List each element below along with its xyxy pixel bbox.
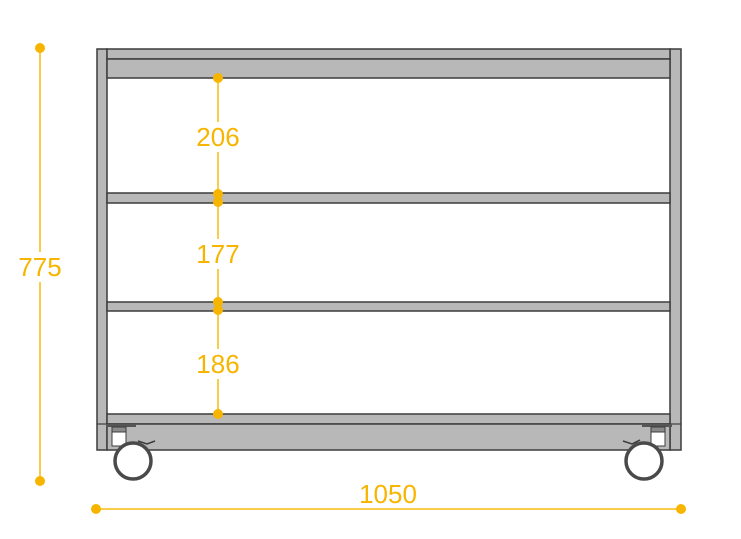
right-side-panel [669, 48, 682, 451]
shelf-2 [106, 301, 671, 312]
right-caster-wheel [624, 441, 664, 481]
left-side-panel [96, 48, 108, 451]
width-dimension-right-dot [676, 504, 686, 514]
right-caster [622, 424, 672, 481]
width-dimension [91, 504, 686, 514]
left-caster [106, 424, 156, 481]
left-caster-stem [111, 431, 127, 447]
left-caster-brake-icon [137, 440, 156, 445]
compartment-dot-shelf1-bottom [213, 197, 223, 207]
cabinet [96, 48, 682, 451]
compartment-dot-top [213, 73, 223, 83]
left-caster-wheel [113, 441, 153, 481]
middle-compartment-height-label: 177 [195, 239, 241, 269]
bottom-compartment-height-label: 186 [195, 349, 241, 379]
width-dimension-left-dot [91, 504, 101, 514]
compartment-dot-shelf1-top [213, 189, 223, 199]
right-caster-plate [642, 424, 672, 427]
bottom-shelf [106, 413, 671, 425]
base-plinth [106, 423, 671, 451]
height-dimension-bottom-dot [35, 476, 45, 486]
right-caster-fork [650, 426, 666, 433]
right-caster-stem [650, 431, 666, 447]
top-compartment-height-label: 206 [195, 122, 241, 152]
left-caster-plate [106, 424, 136, 427]
shelf-1 [106, 192, 671, 204]
compartment-dot-shelf2-bottom [213, 305, 223, 315]
top-panel [106, 58, 671, 79]
overall-width-label: 1050 [359, 479, 417, 509]
compartment-dot-bottom [213, 409, 223, 419]
left-caster-fork [111, 426, 127, 433]
overall-height-label: 775 [17, 252, 63, 282]
right-caster-brake-icon [622, 439, 641, 445]
top-rail [106, 48, 671, 60]
height-dimension-top-dot [35, 43, 45, 53]
compartment-dot-shelf2-top [213, 297, 223, 307]
